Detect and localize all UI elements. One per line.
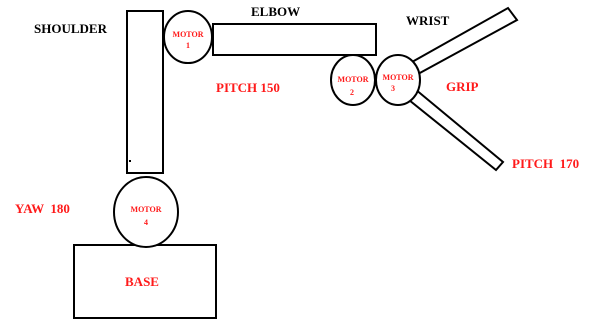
motor-2-number: 2 [350,88,354,97]
elbow-link [212,23,377,56]
motor-1-label: MOTOR [173,30,204,39]
motor-3 [375,54,421,106]
shoulder-label: SHOULDER [34,21,108,36]
shoulder-link [126,10,164,174]
elbow-label: ELBOW [251,4,300,19]
pitch-grip-label: PITCH 170 [512,156,579,171]
motor-4-number: 4 [144,218,148,227]
motor-3-label: MOTOR [383,73,414,82]
motor-1-number: 1 [186,41,190,50]
grip-label: GRIP [446,79,479,94]
base-block [73,244,217,319]
motor-4 [113,176,179,248]
pitch-elbow-label: PITCH 150 [216,80,280,95]
shoulder-dot [129,160,131,162]
motor-4-label: MOTOR [131,205,162,214]
motor-1 [163,10,213,64]
motor-3-number: 3 [391,84,395,93]
grip-lower-jaw [407,87,505,172]
wrist-label: WRIST [406,13,450,28]
yaw-label: YAW 180 [15,201,70,216]
motor-2-label: MOTOR [338,75,369,84]
base-label: BASE [125,274,159,289]
